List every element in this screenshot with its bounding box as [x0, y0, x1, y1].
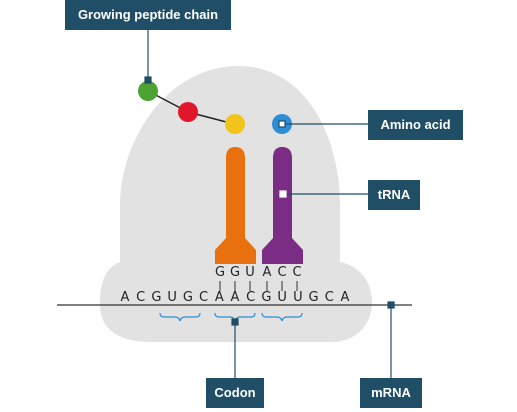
- mrna-base: C: [325, 290, 334, 305]
- base-pair-lines: [219, 281, 298, 291]
- mrna-base: A: [341, 290, 350, 305]
- codon-leader-dot: [231, 318, 239, 326]
- amino-acid-yellow: [225, 114, 245, 134]
- codon-brace: [261, 312, 303, 322]
- mrna-base: C: [246, 290, 255, 305]
- mrna-base: A: [215, 290, 224, 305]
- amino-acid-green: [138, 81, 158, 101]
- mrna-base: C: [136, 290, 145, 305]
- chain-leader-dot: [144, 76, 152, 84]
- label-amino-acid: Amino acid: [368, 110, 463, 140]
- anticodon-base: C: [277, 265, 286, 280]
- mrna-base: G: [151, 290, 161, 305]
- label-growing-peptide-chain: Growing peptide chain: [65, 0, 231, 30]
- amino-acid-red: [178, 102, 198, 122]
- mrna-base: C: [199, 290, 208, 305]
- anticodon-base: G: [230, 265, 240, 280]
- amino-leader-dot: [278, 120, 286, 128]
- mrna-leader-dot: [387, 301, 395, 309]
- trna-orange: [215, 147, 256, 264]
- mrna-base: G: [309, 290, 319, 305]
- label-trna: tRNA: [368, 180, 420, 210]
- mrna-base: A: [231, 290, 240, 305]
- mrna-base: U: [293, 290, 303, 305]
- mrna-base: U: [277, 290, 287, 305]
- mrna-base: U: [167, 290, 177, 305]
- mrna-base: A: [121, 290, 130, 305]
- label-mrna: mRNA: [360, 378, 422, 408]
- anticodon-base: G: [215, 265, 225, 280]
- anticodon-base: C: [292, 265, 301, 280]
- label-codon: Codon: [206, 378, 264, 408]
- anticodon-base: A: [263, 265, 272, 280]
- mrna-base: G: [183, 290, 193, 305]
- codon-brace: [159, 312, 201, 322]
- trna-purple: [262, 147, 303, 264]
- trna-leader-dot: [279, 190, 287, 198]
- mrna-base: G: [261, 290, 271, 305]
- anticodon-base: U: [245, 265, 255, 280]
